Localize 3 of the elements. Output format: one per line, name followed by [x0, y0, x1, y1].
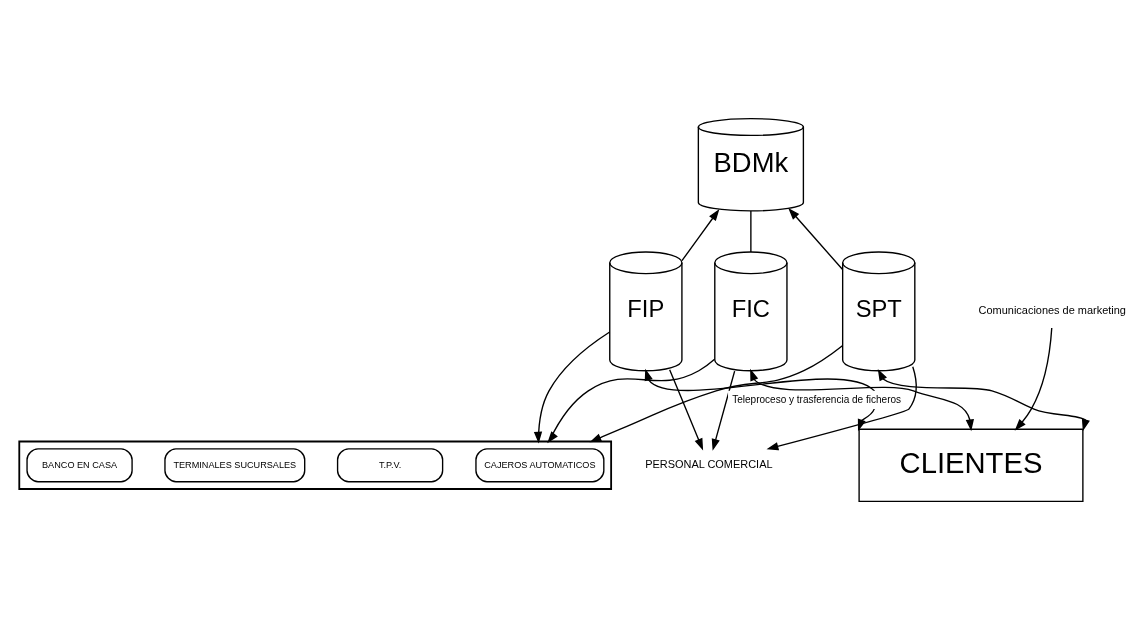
node-text: PERSONAL COMERCIAL [645, 457, 773, 470]
node-text: Comunicaciones de marketing [978, 303, 1126, 316]
edge-label: Teleproceso y trasferencia de ficheros [732, 393, 902, 405]
